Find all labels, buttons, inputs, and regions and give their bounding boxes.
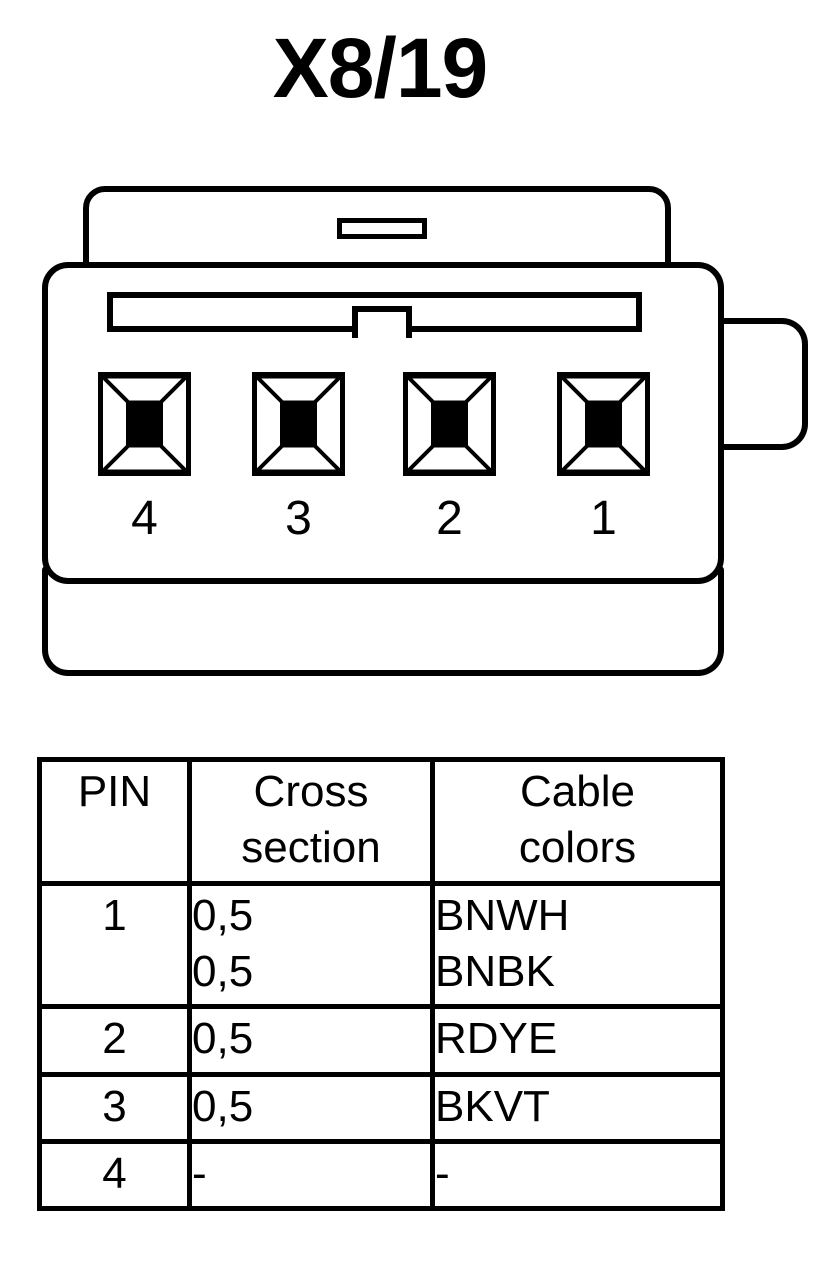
cell-cross-section-line1: 0,5 [192,1014,254,1064]
cell-cable-colors: BNWH BNBK [430,880,725,1010]
cell-cross-section: 0,5 0,5 [187,880,435,1010]
cell-cable-colors-line1: BKVT [435,1081,550,1131]
cell-cross-section-line1: - [192,1148,207,1198]
pin-number-2: 2 [436,492,463,545]
cell-cable-colors-line1: RDYE [435,1014,558,1064]
cell-pin-value: 1 [102,890,127,940]
column-header-cable-colors: Cable colors [430,757,725,886]
pin-cavity-icon [403,372,496,476]
cell-pin: 1 [37,880,192,1010]
table-row: 1 0,5 0,5 BNWH BNBK [37,880,725,1010]
table-row: 4 - - [37,1138,725,1212]
column-header-cross-section-line2: section [241,823,381,873]
cell-pin-value: 4 [102,1148,127,1198]
cell-cable-colors: - [430,1138,725,1212]
table-row: 3 0,5 BKVT [37,1071,725,1144]
lower-skirt [42,566,724,676]
cell-cross-section: - [187,1138,435,1212]
cell-cable-colors: BKVT [430,1071,725,1144]
cell-pin: 2 [37,1004,192,1077]
pin-cavity-2[interactable] [403,372,496,476]
cell-pin-value: 3 [102,1081,127,1131]
cell-cross-section-line1: 0,5 [192,890,254,940]
pinout-table: PIN Cross section Cable colors 1 0,5 0,5… [37,757,725,1212]
side-latch [716,318,808,450]
cell-cross-section: 0,5 [187,1071,435,1144]
table-row: 2 0,5 RDYE [37,1004,725,1077]
cell-cross-section: 0,5 [187,1004,435,1077]
column-header-cable-colors-line2: colors [518,823,637,873]
pin-cavity-1[interactable] [557,372,650,476]
cell-pin-value: 2 [102,1014,127,1064]
keying-bar-notch [352,306,412,338]
cell-cable-colors-line2: BNBK [435,946,555,996]
cell-pin: 4 [37,1138,192,1212]
pin-number-1: 1 [590,492,617,545]
table-header-row: PIN Cross section Cable colors [37,757,725,886]
pin-cavity-icon [98,372,191,476]
column-header-cross-section: Cross section [187,757,435,886]
cell-cable-colors-line1: BNWH [435,890,570,940]
pin-cavity-4[interactable] [98,372,191,476]
column-header-cross-section-line1: Cross [253,767,369,816]
pin-cavity-icon [252,372,345,476]
cell-cross-section-line2: 0,5 [192,946,254,996]
connector-diagram: 4 3 2 1 [42,186,808,676]
rear-tab-slot [337,218,427,239]
pin-cavity-3[interactable] [252,372,345,476]
pin-number-3: 3 [285,492,312,545]
cell-pin: 3 [37,1071,192,1144]
pin-number-4: 4 [131,492,158,545]
page-title: X8/19 [272,21,489,115]
cell-cross-section-line1: 0,5 [192,1081,254,1131]
column-header-cable-colors-line1: Cable [520,767,635,816]
cell-cable-colors: RDYE [430,1004,725,1077]
pin-cavity-icon [557,372,650,476]
column-header-pin-line: PIN [77,767,152,816]
cell-cable-colors-line1: - [435,1148,450,1198]
column-header-pin: PIN [37,757,192,886]
